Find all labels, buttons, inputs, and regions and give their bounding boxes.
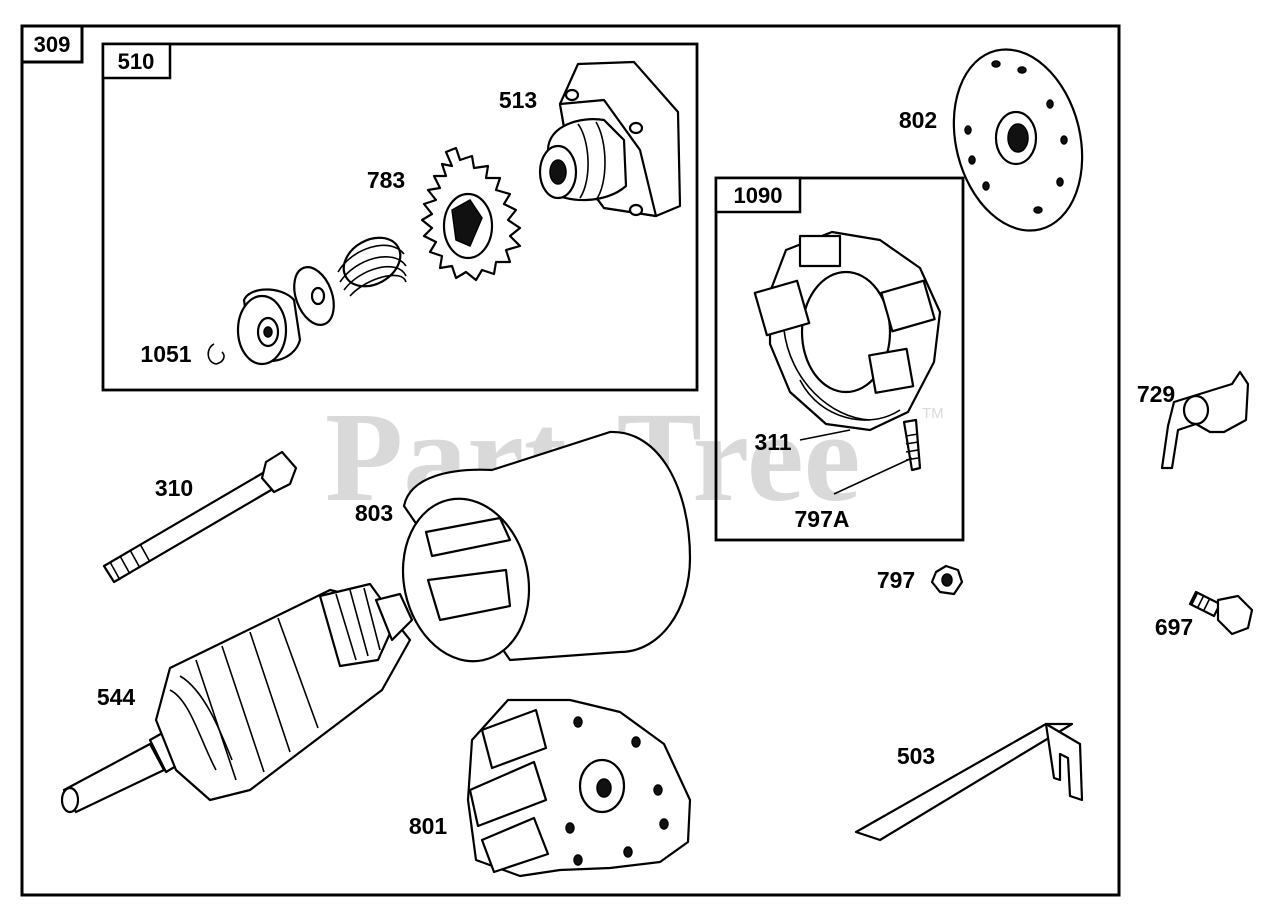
through-bolt-part xyxy=(102,450,298,584)
brush-kit-tag xyxy=(714,176,802,214)
bracket-part xyxy=(1160,370,1250,470)
screw-part xyxy=(1188,590,1254,636)
retaining-ring-part xyxy=(207,343,225,365)
label-309: 309 xyxy=(34,32,71,57)
label-1051: 1051 xyxy=(140,341,191,367)
mounting-bracket-part xyxy=(466,698,692,878)
gear-kit-frame xyxy=(101,42,699,392)
armature-part xyxy=(60,582,414,814)
label-697: 697 xyxy=(1155,614,1193,640)
label-503: 503 xyxy=(897,743,935,769)
label-1090: 1090 xyxy=(734,183,783,208)
label-311: 311 xyxy=(754,429,791,455)
pinion-gear-part xyxy=(420,146,522,282)
label-310: 310 xyxy=(155,475,193,501)
nut-part xyxy=(930,564,964,596)
washer-part xyxy=(293,266,335,326)
label-797A: 797A xyxy=(795,506,850,532)
watermark-trademark: TM xyxy=(922,405,944,422)
label-802: 802 xyxy=(899,107,937,133)
label-513: 513 xyxy=(499,87,537,113)
label-544: 544 xyxy=(97,684,136,710)
outer-frame xyxy=(20,24,1121,897)
brush-holder-part xyxy=(753,230,942,472)
leader-797A xyxy=(833,457,913,495)
label-803: 803 xyxy=(355,500,393,526)
drive-end-cap-part xyxy=(538,60,682,218)
gear-kit-tag xyxy=(101,42,172,80)
outer-frame-tag xyxy=(20,24,84,64)
label-729: 729 xyxy=(1137,381,1175,407)
field-housing-part xyxy=(401,430,692,663)
strap-part xyxy=(854,722,1084,842)
label-797: 797 xyxy=(877,567,915,593)
spring-part xyxy=(337,236,407,297)
label-801: 801 xyxy=(409,813,448,839)
leader-311 xyxy=(799,429,851,441)
end-plate-part xyxy=(952,48,1084,232)
brush-kit-frame xyxy=(714,176,965,542)
label-783: 783 xyxy=(367,167,405,193)
stop-collar-part xyxy=(236,288,302,366)
label-510: 510 xyxy=(118,49,155,74)
